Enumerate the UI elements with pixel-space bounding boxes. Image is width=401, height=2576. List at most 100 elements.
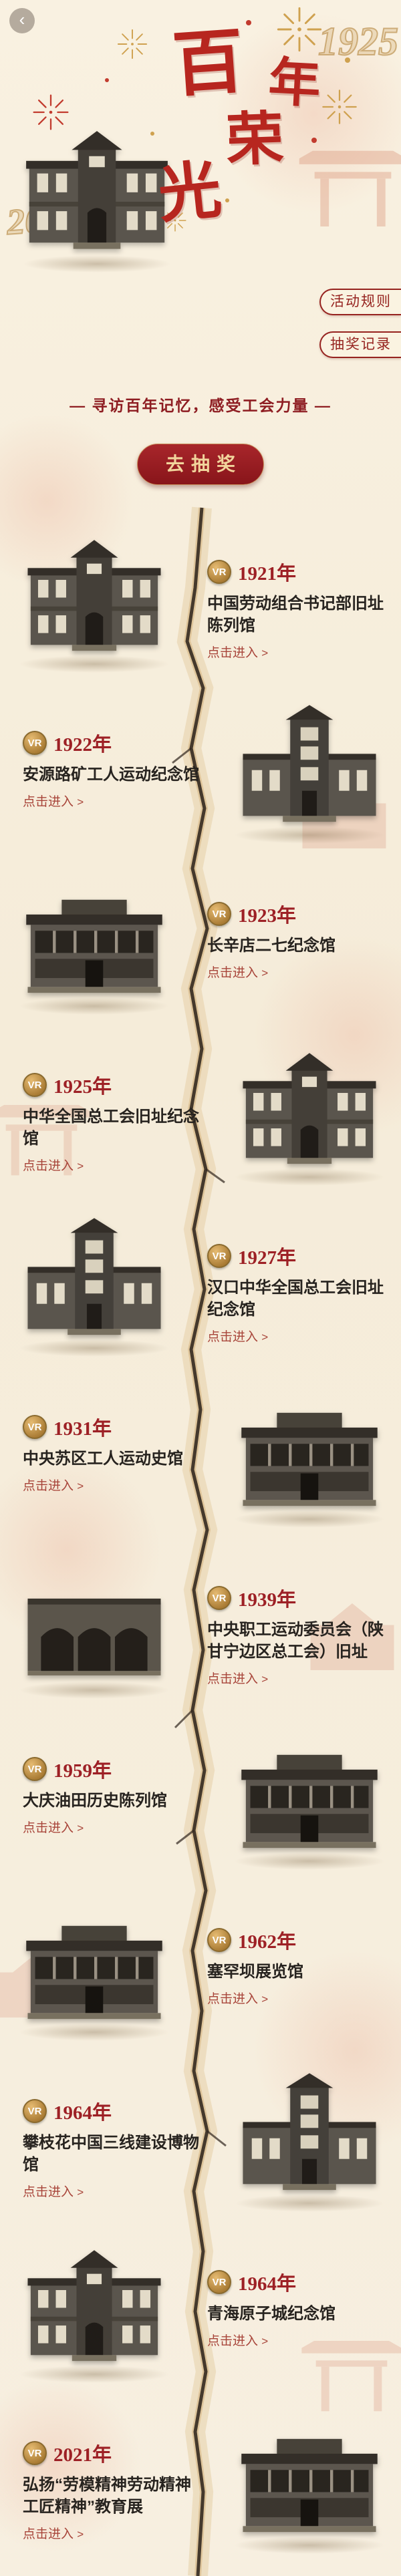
- chevron-right-icon: >: [261, 1331, 269, 1344]
- vr-badge: VR: [23, 1415, 47, 1439]
- building-ground-shadow: [19, 2024, 170, 2041]
- museum-name: 大庆油田历史陈列馆: [23, 1792, 167, 1810]
- building-ground-shadow: [234, 2537, 385, 2554]
- building-ground-shadow: [19, 997, 170, 1015]
- building-illustration[interactable]: [229, 2070, 390, 2212]
- building-illustration[interactable]: [229, 1044, 390, 1186]
- enter-link[interactable]: 点击进入 >: [23, 1821, 84, 1836]
- museum-name: 弘扬“劳模精神劳动精神工匠精神”教育展: [23, 2476, 191, 2517]
- museum-name: 中央职工运动委员会（陕甘宁边区总工会）旧址: [207, 1621, 384, 1661]
- building-ground-shadow: [19, 1681, 170, 1699]
- museum-year: 1962年: [238, 1931, 297, 1953]
- chevron-right-icon: >: [77, 2186, 84, 2199]
- vr-badge: VR: [23, 1073, 47, 1097]
- chevron-right-icon: >: [77, 796, 84, 809]
- museum-year: 2021年: [53, 2444, 112, 2466]
- tagline: — 寻访百年记忆，感受工会力量 —: [70, 397, 331, 414]
- building-illustration[interactable]: [13, 1557, 175, 1699]
- year-row: VR 1925年: [23, 1071, 206, 1099]
- building-ground-shadow: [234, 826, 385, 844]
- vr-badge: VR: [23, 2099, 47, 2123]
- museum-year: 1964年: [238, 2273, 297, 2295]
- timeline-entry: VR 2021年弘扬“劳模精神劳动精神工匠精神”教育展点击进入 >: [0, 2412, 401, 2576]
- title-char: 荣: [225, 106, 285, 173]
- building-illustration[interactable]: [229, 702, 390, 844]
- enter-link[interactable]: 点击进入 >: [23, 2527, 84, 2542]
- museum-name: 塞罕坝展览馆: [207, 1963, 303, 1981]
- enter-link[interactable]: 点击进入 >: [207, 1330, 269, 1345]
- building-ground-shadow: [19, 655, 170, 673]
- year-row: VR 1964年: [207, 2268, 390, 2296]
- enter-link[interactable]: 点击进入 >: [207, 1672, 269, 1687]
- building-illustration[interactable]: [229, 1386, 390, 1528]
- enter-link[interactable]: 点击进入 >: [207, 646, 269, 661]
- vr-badge: VR: [207, 1244, 231, 1268]
- chevron-right-icon: >: [261, 1673, 269, 1686]
- enter-link[interactable]: 点击进入 >: [23, 1479, 84, 1494]
- vr-badge: VR: [207, 2270, 231, 2294]
- vr-badge: VR: [207, 1928, 231, 1952]
- enter-link[interactable]: 点击进入 >: [207, 2334, 269, 2349]
- enter-link[interactable]: 点击进入 >: [207, 1992, 269, 2007]
- vr-badge: VR: [207, 1586, 231, 1610]
- enter-link[interactable]: 点击进入 >: [23, 1159, 84, 1174]
- museum-info: VR 1925年中华全国总工会旧址纪念馆点击进入 >: [23, 1071, 206, 1174]
- chevron-right-icon: >: [77, 1480, 84, 1493]
- timeline-entry: VR 1962年塞罕坝展览馆点击进入 >: [0, 1899, 401, 2068]
- building-illustration[interactable]: [13, 2241, 175, 2383]
- activity-rules-button[interactable]: 活动规则: [319, 289, 401, 315]
- building-illustration[interactable]: [229, 1728, 390, 1870]
- building-ground-shadow: [234, 1168, 385, 1186]
- museum-name: 攀枝花中国三线建设博物馆: [23, 2134, 199, 2175]
- building-ground-shadow: [19, 1339, 170, 1357]
- building-illustration[interactable]: [13, 531, 175, 673]
- back-chevron-icon: ‹: [19, 9, 25, 29]
- museum-info: VR 1962年塞罕坝展览馆点击进入 >: [207, 1926, 390, 2007]
- museum-name: 长辛店二七纪念馆: [207, 937, 336, 955]
- enter-link[interactable]: 点击进入 >: [207, 966, 269, 981]
- chevron-right-icon: >: [77, 1160, 84, 1173]
- chevron-right-icon: >: [261, 967, 269, 980]
- timeline-entry: VR 1939年中央职工运动委员会（陕甘宁边区总工会）旧址点击进入 >: [0, 1557, 401, 1726]
- building-illustration[interactable]: [229, 2412, 390, 2554]
- building-illustration[interactable]: [13, 873, 175, 1015]
- year-row: VR 2021年: [23, 2439, 206, 2467]
- building-illustration[interactable]: [13, 1899, 175, 2041]
- enter-link[interactable]: 点击进入 >: [23, 795, 84, 810]
- museum-name: 中华全国总工会旧址纪念馆: [23, 1108, 199, 1148]
- building-illustration[interactable]: [13, 1215, 175, 1357]
- vr-badge: VR: [23, 731, 47, 755]
- enter-link[interactable]: 点击进入 >: [23, 2185, 84, 2200]
- museum-year: 1939年: [238, 1589, 297, 1611]
- chevron-right-icon: >: [261, 1993, 269, 2006]
- building-ground-shadow: [234, 1510, 385, 1528]
- museum-name: 中国劳动组合书记部旧址陈列馆: [207, 595, 384, 635]
- museum-name: 安源路矿工人运动纪念馆: [23, 766, 199, 784]
- museum-year: 1925年: [53, 1076, 112, 1098]
- chevron-right-icon: >: [77, 2528, 84, 2541]
- museum-year: 1921年: [238, 563, 297, 585]
- back-button[interactable]: ‹: [9, 8, 35, 33]
- go-lottery-button[interactable]: 去抽奖: [137, 444, 264, 485]
- timeline-entry: VR 1925年中华全国总工会旧址纪念馆点击进入 >: [0, 1044, 401, 1213]
- year-row: VR 1939年: [207, 1584, 390, 1612]
- chevron-right-icon: >: [77, 1822, 84, 1835]
- vr-badge: VR: [23, 2441, 47, 2465]
- lottery-records-button[interactable]: 抽奖记录: [319, 331, 401, 358]
